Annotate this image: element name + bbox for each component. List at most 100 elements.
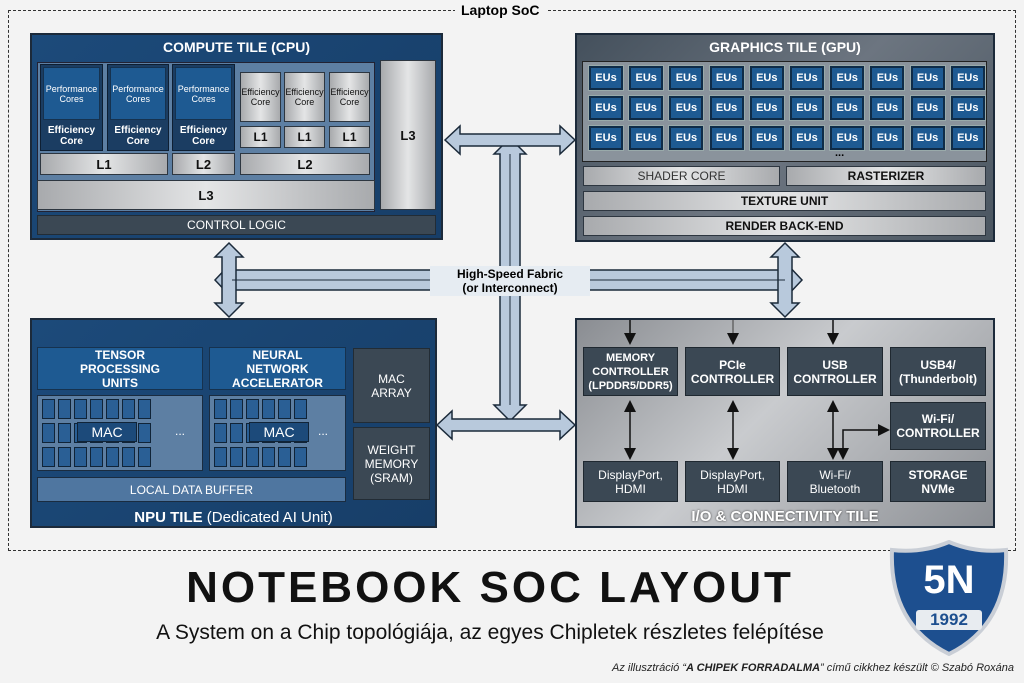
gpu-eu: EUs [748,95,785,121]
cpu-l1-cache: L1 [284,126,325,148]
gpu-eu: EUs [949,95,986,121]
cpu-l3-bar: L3 [37,180,375,210]
cpu-performance-core: Performance Cores [43,67,100,120]
io-pcie-controller: PCIe CONTROLLER [685,347,780,396]
npu-mac-cell [42,423,55,443]
page-title: NOTEBOOK SOC LAYOUT [186,563,794,612]
npu-mac-cell [294,399,307,419]
io-usb-controller: USB CONTROLLER [787,347,883,396]
fabric-label-line2: (or Interconnect) [462,281,558,295]
npu-mac-label: MAC [77,422,137,442]
npu-mac-cell [214,423,227,443]
npu-mac-label: MAC [249,422,309,442]
npu-mac-cell [138,399,151,419]
npu-mac-cell [74,447,87,467]
gpu-eu: EUs [748,125,785,151]
npu-mac-cell [58,447,71,467]
gpu-eu: EUs [708,125,745,151]
gpu-eu: EUs [829,125,866,151]
5n-logo: 5N 1992 [888,539,1010,657]
npu-mac-cell [246,399,259,419]
npu-mac-cell [58,399,71,419]
gpu-texture-unit: TEXTURE UNIT [583,191,986,211]
cpu-efficiency-core: Efficiency Core [114,124,162,147]
io-wifi-controller: Wi-Fi/ CONTROLLER [890,402,986,450]
io-storage: STORAGE NVMe [890,461,986,502]
npu-mac-cell [230,423,243,443]
npu-mac-ellipsis: ... [318,424,329,438]
gpu-eu: EUs [628,125,665,151]
gpu-eu: EUs [708,65,745,91]
npu-mac-cell [90,447,103,467]
npu-mac-cell [214,399,227,419]
gpu-eu: EUs [789,125,825,151]
npu-mac-cell [122,399,135,419]
logo-bottom: 1992 [916,610,982,630]
npu-mac-cell [106,447,119,467]
gpu-eu: EUs [949,125,986,151]
gpu-eu: EUs [588,65,624,91]
page-subtitle: A System on a Chip topológiája, az egyes… [156,621,824,644]
gpu-title: GRAPHICS TILE (GPU) [709,39,861,55]
npu-title-rest: (Dedicated AI Unit) [202,508,333,526]
npu-mac-cell [262,447,275,467]
gpu-eu: EUs [628,65,665,91]
gpu-rasterizer: RASTERIZER [786,166,986,186]
gpu-shader-core: SHADER CORE [583,166,780,186]
gpu-eu: EUs [829,95,866,121]
io-arrows [624,320,890,460]
cpu-performance-core: Performance Cores [175,67,232,120]
cpu-l1-bar: L1 [40,153,168,175]
cpu-l1-cache: L1 [240,126,281,148]
cpu-performance-core: Performance Cores [110,67,166,120]
io-displayport-1: DisplayPort, HDMI [583,461,678,502]
npu-mac-cell [90,399,103,419]
cpu-efficiency-core: Efficiency Core [284,72,325,122]
cpu-efficiency-core: Efficiency Core [240,72,281,122]
npu-mac-cell [278,447,291,467]
npu-title-bold: NPU TILE [134,508,203,526]
cpu-l2-bar: L2 [172,153,235,175]
npu-mac-cell [230,399,243,419]
npu-mac-cell [138,423,151,443]
npu-mac-cell [58,423,71,443]
npu-mac-cell [42,399,55,419]
io-title: I/O & CONNECTIVITY TILE [691,507,879,525]
gpu-eu: EUs [909,95,946,121]
credit: Az illusztráció “A CHIPEK FORRADALMA” cí… [612,662,1014,674]
npu-mac-cell [138,447,151,467]
npu-mac-cell [294,447,307,467]
npu-mac-cell [246,447,259,467]
npu-mac-cell [214,447,227,467]
fabric-arrows [213,124,804,441]
npu-mac-ellipsis: ... [175,424,186,438]
io-displayport-2: DisplayPort, HDMI [685,461,780,502]
gpu-eu: EUs [909,125,946,151]
gpu-eu: EUs [869,125,906,151]
gpu-eu: EUs [588,95,624,121]
gpu-eu: EUs [668,65,705,91]
cpu-l1-cache: L1 [329,126,370,148]
io-memory-controller: MEMORY CONTROLLER (LPDDR5/DDR5) [583,347,678,396]
fabric-label-line1: High-Speed Fabric [456,267,563,281]
cpu-control-logic: CONTROL LOGIC [37,215,436,235]
npu-mac-cell [42,447,55,467]
gpu-eu: EUs [909,65,946,91]
gpu-eu: EUs [628,95,665,121]
arrow-cpu-fabric [213,241,245,319]
npu-weight-memory: WEIGHT MEMORY (SRAM) [353,427,430,500]
soc-label: Laptop SoC [455,2,546,18]
gpu-eu: EUs [869,95,906,121]
credit-post: ” című cikkhez készült © Szabó Roxána [820,662,1014,674]
cpu-title: COMPUTE TILE (CPU) [163,39,310,55]
gpu-eu: EUs [668,95,705,121]
gpu-eu-ellipsis: ... [835,147,845,159]
io-usb4: USB4/ (Thunderbolt) [890,347,986,396]
credit-pre: Az illusztráció “ [612,662,686,674]
cpu-l2-bar-2: L2 [240,153,370,175]
npu-mac-cell [262,399,275,419]
npu-mac-cell [122,447,135,467]
npu-mac-cell [74,399,87,419]
cpu-l3-side: L3 [380,60,436,210]
credit-bold: A CHIPEK FORRADALMA [686,662,821,674]
